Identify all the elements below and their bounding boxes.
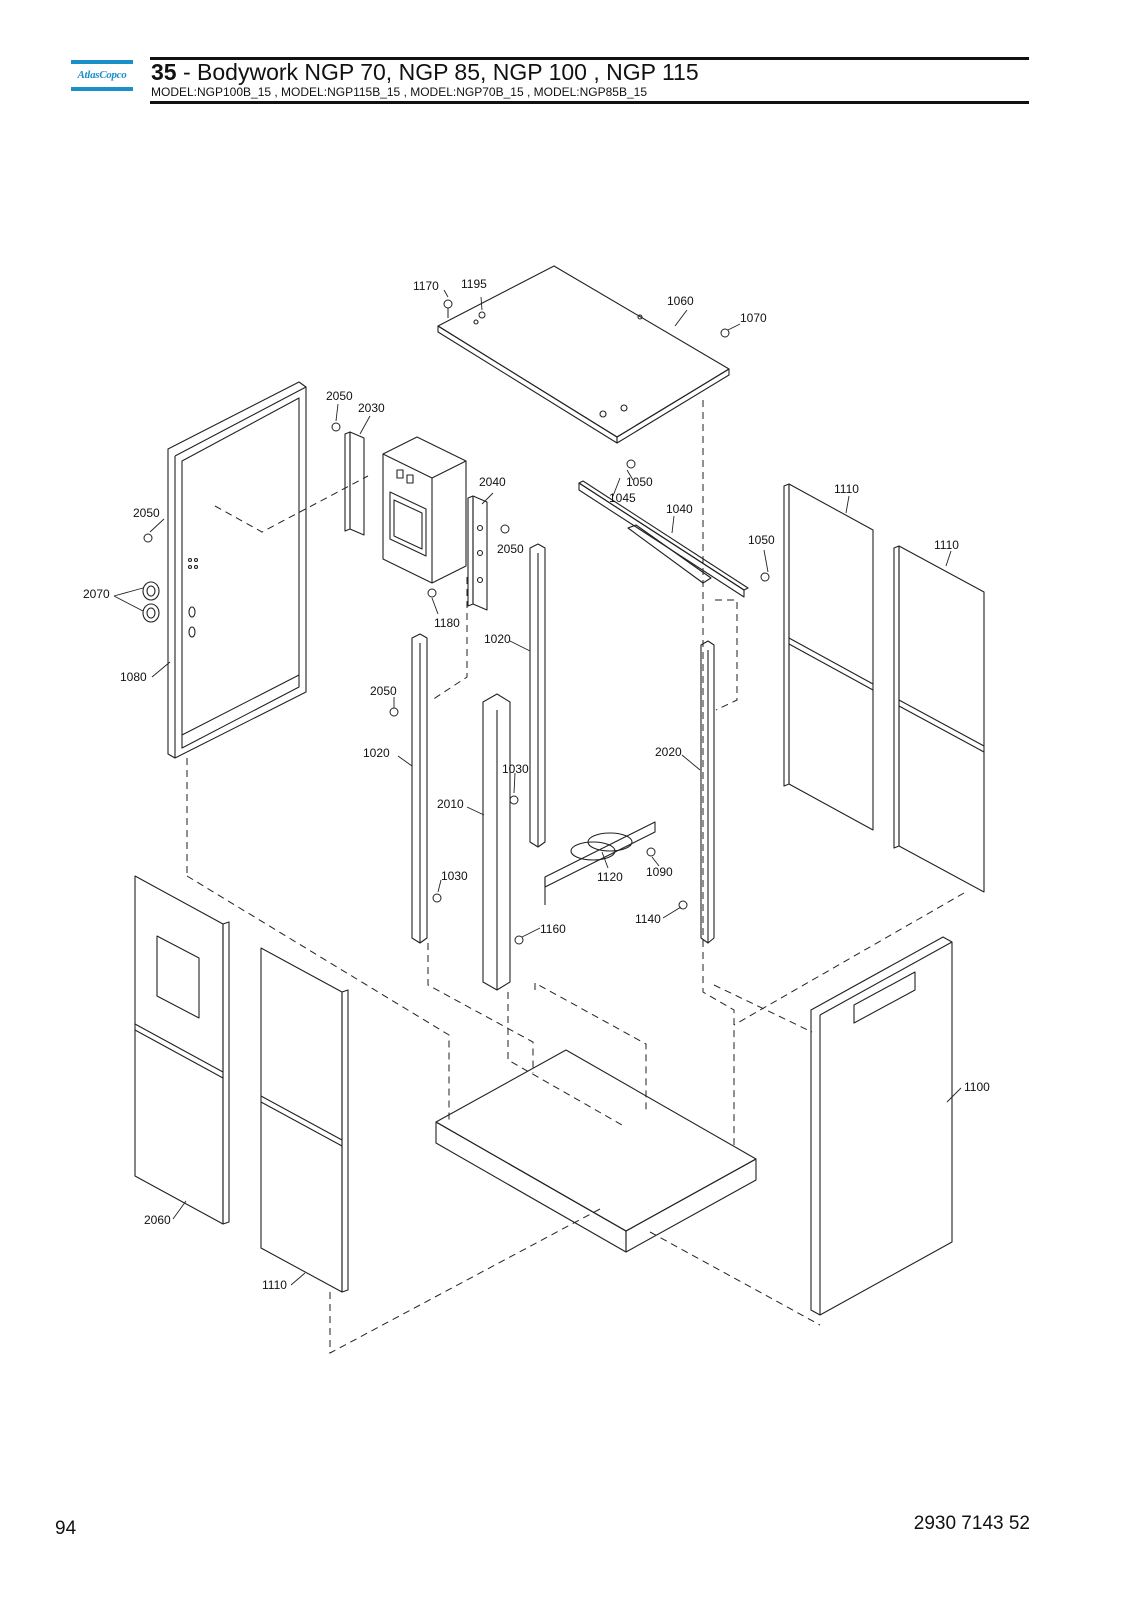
base-frame (435, 1049, 757, 1253)
rail-1040 (578, 480, 749, 598)
callout-labels: 1170 1195 1060 1070 2050 2030 2040 1050 … (83, 277, 990, 1292)
atlas-copco-logo: AtlasCopco (71, 60, 133, 94)
callout-2060: 2060 (144, 1213, 171, 1227)
callout-1110-b: 1110 (934, 538, 959, 552)
callout-1090: 1090 (646, 865, 673, 879)
callout-1070: 1070 (740, 311, 767, 325)
callout-1080: 1080 (120, 670, 147, 684)
page-title: 35 - Bodywork NGP 70, NGP 85, NGP 100 , … (151, 58, 699, 86)
leader-lines (113, 289, 962, 1286)
callout-2070: 2070 (83, 587, 110, 601)
callout-1170: 1170 (413, 279, 439, 293)
bracket-2040 (467, 495, 488, 611)
callout-1140: 1140 (635, 912, 661, 926)
callout-1020-a: 1020 (484, 632, 511, 646)
alignment-lines (186, 400, 965, 1354)
side-panel-1110-b (893, 545, 985, 893)
callout-2050-c: 2050 (497, 542, 524, 556)
callout-1030-b: 1030 (441, 869, 468, 883)
door-frame-1080 (167, 381, 307, 759)
callout-1050-b: 1050 (748, 533, 775, 547)
callout-1180: 1180 (434, 616, 460, 630)
side-panel-1110-c (260, 947, 349, 1293)
side-panel-1110-a (783, 483, 874, 831)
front-panel-2060 (134, 875, 230, 1225)
header-rule-top (150, 57, 1029, 60)
callout-1045: 1045 (609, 491, 636, 505)
callout-1110-c: 1110 (262, 1278, 287, 1292)
model-list: MODEL:NGP100B_15 , MODEL:NGP115B_15 , MO… (151, 85, 648, 99)
callout-2020: 2020 (655, 745, 682, 759)
callout-1050-a: 1050 (626, 475, 653, 489)
callout-1110-a: 1110 (834, 482, 859, 496)
callout-2050-a: 2050 (326, 389, 353, 403)
upright-2010 (482, 693, 511, 991)
section-number: 35 (151, 59, 177, 85)
callout-1040: 1040 (666, 502, 693, 516)
callout-2010: 2010 (437, 797, 464, 811)
callout-1195: 1195 (461, 277, 487, 291)
fasteners (143, 299, 770, 945)
document-number: 2930 7143 52 (913, 1513, 1030, 1534)
upright-1020-right (529, 543, 546, 848)
callout-1020-b: 1020 (363, 746, 390, 760)
callout-2040: 2040 (479, 475, 506, 489)
callout-1100: 1100 (964, 1080, 990, 1094)
upright-2020 (700, 640, 715, 944)
roof-panel-1060 (437, 265, 730, 444)
rear-panel-1100 (810, 936, 953, 1316)
bracket-2030 (344, 431, 365, 536)
callout-2030: 2030 (358, 401, 385, 415)
callout-2050-b: 2050 (133, 506, 160, 520)
callout-1120: 1120 (597, 870, 623, 884)
callout-1060: 1060 (667, 294, 694, 308)
header-rule-bottom (150, 101, 1029, 104)
logo-bar-bottom (71, 87, 133, 91)
logo-bar-top (71, 60, 133, 64)
bracket-1120 (544, 821, 656, 905)
upright-1020-left (411, 633, 428, 944)
callout-1160: 1160 (540, 922, 566, 936)
callout-2050-d: 2050 (370, 684, 397, 698)
section-title: - Bodywork NGP 70, NGP 85, NGP 100 , NGP… (176, 59, 699, 85)
callout-1030-a: 1030 (502, 762, 529, 776)
controller-box (382, 436, 467, 584)
logo-text: AtlasCopco (77, 69, 127, 81)
page-number: 94 (55, 1518, 77, 1539)
grommets-2070 (142, 581, 160, 623)
